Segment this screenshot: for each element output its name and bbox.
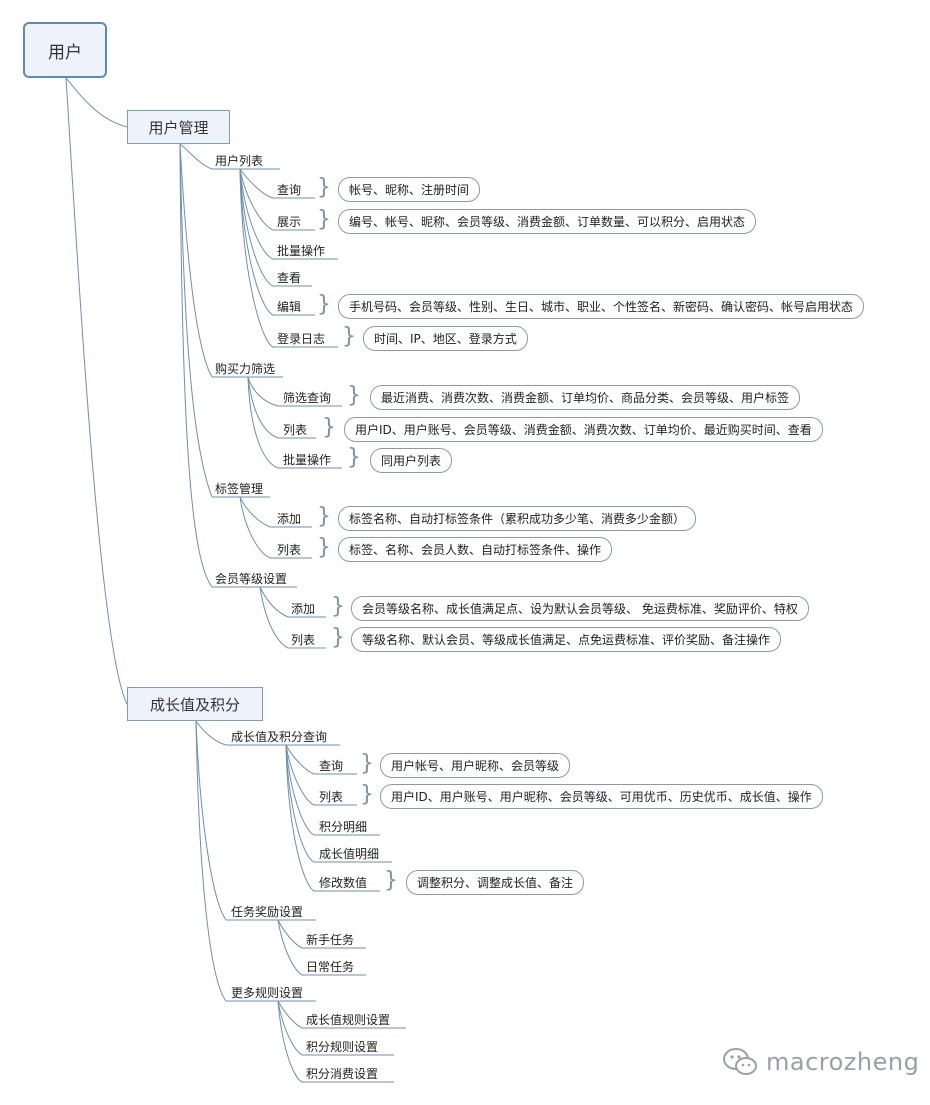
node-pu-batch[interactable]: 批量操作: [283, 453, 332, 467]
node-ul-login[interactable]: 登录日志: [277, 332, 326, 346]
detail-gq-query: 用户帐号、用户昵称、会员等级: [380, 753, 571, 778]
node-rule-growth[interactable]: 成长值规则设置: [306, 1013, 391, 1027]
brace-icon: }: [317, 535, 331, 560]
detail-ul-show: 编号、帐号、昵称、会员等级、消费金额、订单数量、可以积分、启用状态: [338, 209, 757, 234]
brace-icon: }: [360, 782, 374, 807]
node-purchase[interactable]: 购买力筛选: [215, 362, 276, 376]
node-pu-query[interactable]: 筛选查询: [283, 391, 332, 405]
node-task-new[interactable]: 新手任务: [306, 933, 355, 947]
node-gq-query[interactable]: 查询: [319, 759, 344, 773]
brace-icon: }: [331, 625, 345, 650]
wechat-icon: [723, 1048, 757, 1075]
node-user-list[interactable]: 用户列表: [215, 154, 264, 168]
detail-lv-list: 等级名称、默认会员、等级成长值满足、点免运费标准、评价奖励、备注操作: [351, 627, 782, 652]
detail-ul-query: 帐号、昵称、注册时间: [338, 177, 481, 202]
brace-icon: }: [317, 207, 331, 232]
brace-icon: }: [331, 594, 345, 619]
detail-pu-query: 最近消费、消费次数、消费金额、订单均价、商品分类、会员等级、用户标签: [370, 385, 801, 410]
detail-tag-add: 标签名称、自动打标签条件（累积成功多少笔、消费多少金额）: [338, 506, 697, 531]
node-level[interactable]: 会员等级设置: [215, 572, 288, 586]
node-gq-list[interactable]: 列表: [319, 790, 344, 804]
node-gq-modify[interactable]: 修改数值: [319, 876, 368, 890]
node-rule-points[interactable]: 积分规则设置: [306, 1040, 379, 1054]
node-tag-add[interactable]: 添加: [277, 512, 302, 526]
brace-icon: }: [317, 175, 331, 200]
node-ul-batch[interactable]: 批量操作: [277, 244, 326, 258]
brace-icon: }: [317, 504, 331, 529]
detail-ul-edit: 手机号码、会员等级、性别、生日、城市、职业、个性签名、新密码、确认密码、帐号启用…: [338, 294, 865, 319]
detail-gq-list: 用户ID、用户账号、用户昵称、会员等级、可用优币、历史优币、成长值、操作: [380, 784, 823, 809]
node-rules[interactable]: 更多规则设置: [231, 986, 304, 1000]
node-tag-list[interactable]: 列表: [277, 543, 302, 557]
detail-pu-list: 用户ID、用户账号、会员等级、消费金额、消费次数、订单均价、最近购买时间、查看: [344, 417, 823, 442]
detail-pu-batch: 同用户列表: [370, 448, 453, 473]
node-lv-list[interactable]: 列表: [291, 633, 316, 647]
brace-icon: }: [360, 751, 374, 776]
node-user-management[interactable]: 用户管理: [127, 110, 230, 144]
node-ul-edit[interactable]: 编辑: [277, 300, 302, 314]
detail-gq-modify: 调整积分、调整成长值、备注: [406, 870, 585, 895]
node-gq-points[interactable]: 积分明细: [319, 820, 368, 834]
detail-ul-login: 时间、IP、地区、登录方式: [363, 326, 528, 351]
node-growth-query[interactable]: 成长值及积分查询: [231, 730, 328, 744]
node-task[interactable]: 任务奖励设置: [231, 905, 304, 919]
node-growth-points[interactable]: 成长值及积分: [127, 687, 263, 721]
brace-icon: }: [342, 324, 356, 349]
node-pu-list[interactable]: 列表: [283, 423, 308, 437]
brace-icon: }: [317, 292, 331, 317]
brace-icon: }: [347, 445, 361, 470]
watermark: macrozheng: [722, 1046, 919, 1078]
node-tag[interactable]: 标签管理: [215, 482, 264, 496]
brace-icon: }: [322, 415, 336, 440]
detail-tag-list: 标签、名称、会员人数、自动打标签条件、操作: [338, 537, 613, 562]
node-ul-query[interactable]: 查询: [277, 183, 302, 197]
node-ul-show[interactable]: 展示: [277, 215, 302, 229]
watermark-text: macrozheng: [766, 1048, 920, 1076]
brace-icon: }: [384, 868, 398, 893]
node-task-daily[interactable]: 日常任务: [306, 960, 355, 974]
root-node[interactable]: 用户: [23, 22, 107, 78]
node-lv-add[interactable]: 添加: [291, 602, 316, 616]
node-gq-growth[interactable]: 成长值明细: [319, 847, 380, 861]
brace-icon: }: [347, 383, 361, 408]
node-ul-view[interactable]: 查看: [277, 271, 302, 285]
node-rule-consume[interactable]: 积分消费设置: [306, 1067, 379, 1081]
detail-lv-add: 会员等级名称、成长值满足点、设为默认会员等级、 免运费标准、奖励评价、特权: [351, 596, 809, 621]
